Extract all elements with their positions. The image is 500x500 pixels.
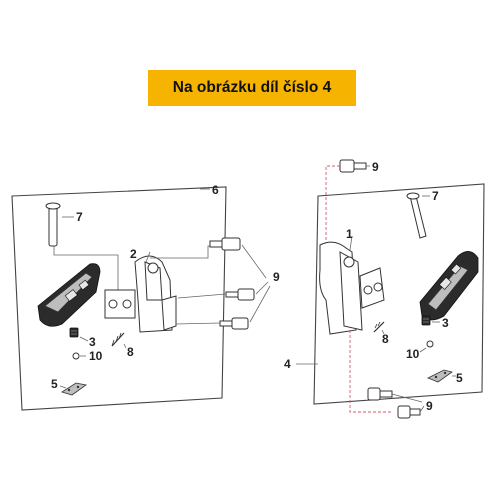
callout-8-left: 8	[127, 345, 134, 359]
callout-7-right: 7	[432, 189, 439, 203]
title-banner-text: Na obrázku díl číslo 4	[172, 79, 332, 96]
washer-10-right	[426, 340, 434, 348]
spring-8-left	[111, 332, 125, 347]
callout-2: 2	[130, 247, 137, 261]
callout-1: 1	[346, 227, 353, 241]
bolt-9-top-right	[339, 159, 367, 173]
bolt-9-lower	[219, 317, 249, 330]
title-banner: Na obrázku díl číslo 4	[148, 70, 356, 106]
callout-7-left: 7	[76, 210, 83, 224]
callout-9-left: 9	[273, 270, 280, 284]
hinge-1-right	[319, 241, 385, 335]
callout-6: 6	[212, 183, 219, 197]
spring-8-right	[373, 321, 385, 333]
callout-5-right: 5	[456, 371, 463, 385]
callout-4: 4	[284, 357, 291, 371]
callout-10-left: 10	[89, 349, 103, 363]
callout-5-left: 5	[51, 377, 58, 391]
right-assembly-frame	[313, 183, 485, 405]
pin-7-right	[406, 192, 427, 239]
hinge-bracket-2	[104, 255, 177, 333]
pin-7-left	[45, 202, 61, 247]
pad-block-3-right	[421, 315, 431, 326]
bolt-9-middle	[225, 288, 255, 301]
callout-10-right: 10	[406, 347, 420, 361]
bolt-9-bottom-right-a	[367, 387, 393, 401]
footrest-pad-right	[419, 251, 479, 321]
callout-9-top-right: 9	[372, 160, 379, 174]
callout-8-right: 8	[382, 332, 389, 346]
bolt-9-upper	[209, 237, 241, 251]
pad-block-3-left	[69, 327, 79, 338]
footrest-pad-left	[37, 263, 101, 327]
callout-3-right: 3	[442, 316, 449, 330]
left-assembly-frame	[11, 186, 227, 411]
cover-5-left	[61, 382, 87, 396]
callout-9-bottom-right: 9	[426, 399, 433, 413]
bolt-9-bottom-right-b	[397, 405, 421, 419]
cover-5-right	[427, 369, 453, 383]
washer-10-left	[72, 352, 80, 360]
callout-3-left: 3	[89, 335, 96, 349]
